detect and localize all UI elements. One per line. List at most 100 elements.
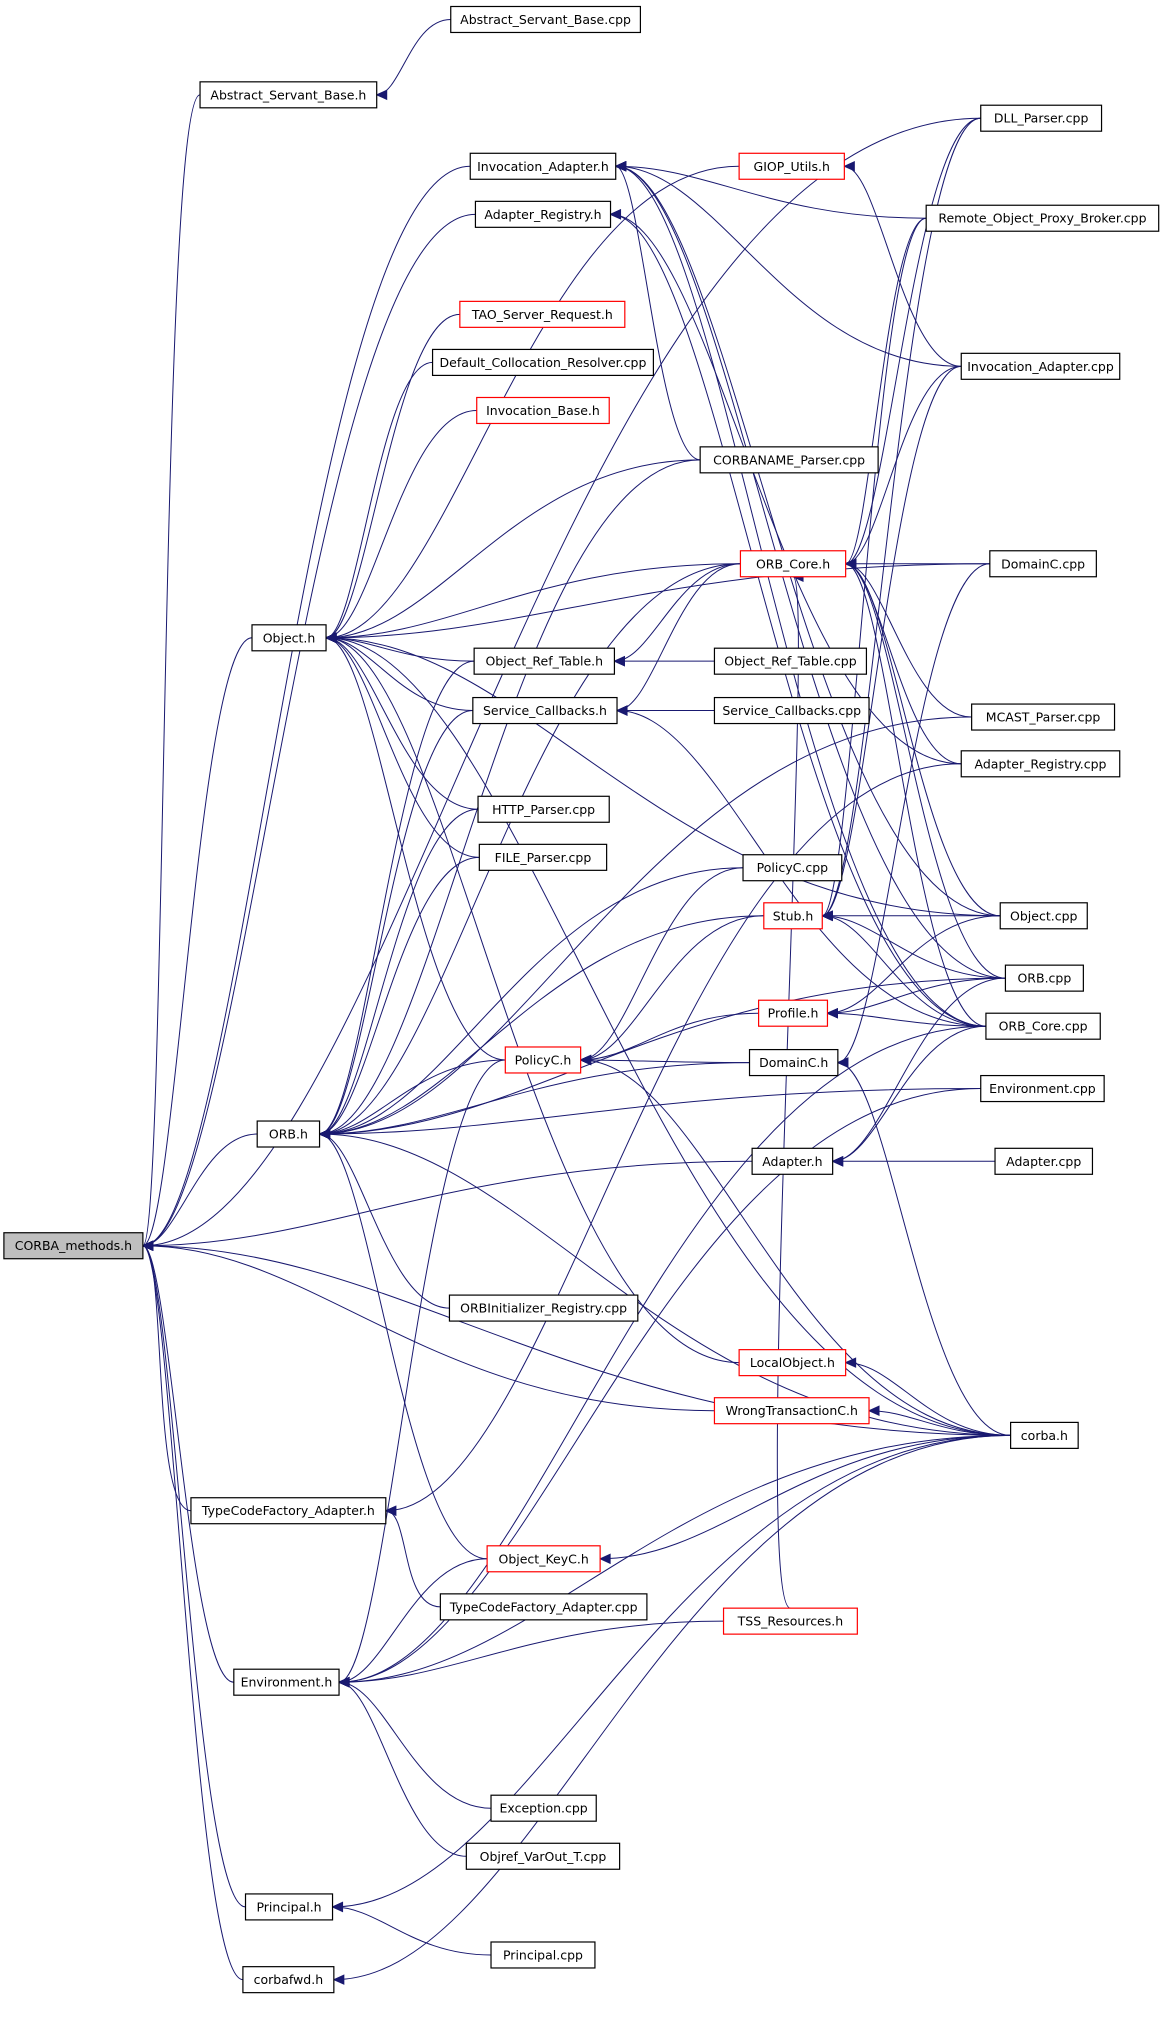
edge-corbaname-parser-cpp-to-object-h	[326, 459, 701, 639]
node-default-collocation-resolver-cpp[interactable]: Default_Collocation_Resolver.cpp	[431, 348, 654, 377]
node-label: PolicyC.h	[515, 1052, 572, 1067]
node-box	[989, 550, 1097, 578]
node-adapter-cpp[interactable]: Adapter.cpp	[994, 1147, 1094, 1175]
node-typecodefactory-adapter-h[interactable]: TypeCodeFactory_Adapter.h	[190, 1497, 387, 1525]
node-box	[439, 1593, 648, 1621]
node-label: TypeCodeFactory_Adapter.cpp	[449, 1599, 638, 1614]
node-box	[190, 1497, 387, 1525]
edge-domainc-cpp-to-object-h	[326, 563, 990, 639]
node-box	[722, 1607, 858, 1635]
node-tss-resources-h[interactable]: TSS_Resources.h	[722, 1607, 858, 1635]
node-corba-methods-h[interactable]: CORBA_methods.h	[3, 1232, 144, 1260]
node-label: Object_Ref_Table.h	[485, 654, 603, 669]
node-label: MCAST_Parser.cpp	[986, 710, 1101, 725]
node-box	[999, 902, 1088, 930]
node-environment-cpp[interactable]: Environment.cpp	[980, 1074, 1105, 1103]
arrowhead	[613, 655, 625, 667]
node-environment-h[interactable]: Environment.h	[233, 1668, 340, 1696]
arrowhead	[831, 1156, 844, 1167]
edge-tao-server-request-h-to-object-h	[325, 313, 460, 639]
node-label: DomainC.h	[759, 1055, 828, 1070]
node-abstract-servant-base-cpp[interactable]: Abstract_Servant_Base.cpp	[450, 5, 642, 34]
edge-policyc-cpp-to-policyc-h	[580, 867, 744, 1061]
node-label: ORB.cpp	[1017, 971, 1071, 986]
node-box	[473, 647, 616, 675]
node-wrongtransactionc-h[interactable]: WrongTransactionC.h	[713, 1397, 870, 1425]
edge-dll-parser-cpp-to-orb-core-h	[845, 117, 981, 565]
node-invocation-adapter-h[interactable]: Invocation_Adapter.h	[469, 152, 617, 180]
node-box	[486, 1545, 601, 1573]
node-box	[763, 902, 823, 930]
arrowhead	[318, 1128, 331, 1140]
edge-adapter-registry-cpp-to-adapter-registry-h	[610, 213, 962, 765]
arrowhead	[598, 1553, 611, 1565]
edge-corba-h-to-corbafwd-h	[333, 1434, 1011, 1981]
node-stub-h[interactable]: Stub.h	[763, 902, 823, 930]
node-tao-server-request-h[interactable]: TAO_Server_Request.h	[459, 300, 626, 328]
node-invocation-base-h[interactable]: Invocation_Base.h	[476, 396, 610, 425]
node-corbaname-parser-cpp[interactable]: CORBANAME_Parser.cpp	[699, 446, 879, 474]
node-orb-h[interactable]: ORB.h	[256, 1120, 321, 1148]
node-typecodefactory-adapter-cpp[interactable]: TypeCodeFactory_Adapter.cpp	[439, 1593, 648, 1621]
edge-service-callbacks-h-to-orb-h	[319, 710, 473, 1135]
node-domainc-cpp[interactable]: DomainC.cpp	[989, 550, 1097, 578]
edge-orb-cpp-to-orb-h	[319, 977, 1006, 1135]
node-abstract-servant-base-h[interactable]: Abstract_Servant_Base.h	[199, 81, 378, 109]
node-orbinitializer-registry-cpp[interactable]: ORBInitializer_Registry.cpp	[448, 1294, 639, 1322]
edge-object-ref-table-h-to-orb-h	[319, 660, 475, 1135]
edge-tss-resources-h-to-environment-h	[339, 1620, 724, 1683]
node-box	[960, 352, 1121, 380]
node-orb-cpp[interactable]: ORB.cpp	[1004, 964, 1084, 992]
node-adapter-registry-cpp[interactable]: Adapter_Registry.cpp	[960, 750, 1121, 778]
node-corba-h[interactable]: corba.h	[1010, 1421, 1079, 1449]
edge-corba-h-to-environment-h	[339, 1434, 1011, 1683]
edge-corbafwd-h-to-corba-methods-h	[142, 1245, 243, 1981]
node-principal-h[interactable]: Principal.h	[244, 1893, 334, 1921]
node-object-keyc-h[interactable]: Object_KeyC.h	[486, 1545, 601, 1573]
node-label: Object.h	[263, 630, 316, 645]
node-box	[1010, 1421, 1079, 1449]
edge-mcast-parser-cpp-to-orb-core-h	[845, 563, 972, 718]
node-object-cpp[interactable]: Object.cpp	[999, 902, 1088, 930]
node-adapter-h[interactable]: Adapter.h	[751, 1147, 834, 1175]
edge-corba-h-to-localobject-h	[845, 1362, 1011, 1436]
node-box	[431, 348, 654, 377]
node-box	[244, 1893, 334, 1921]
node-domainc-h[interactable]: DomainC.h	[748, 1048, 839, 1077]
node-objref-varout-t-cpp[interactable]: Objref_VarOut_T.cpp	[465, 1842, 621, 1870]
edge-corba-h-to-wrongtransactionc-h	[869, 1410, 1011, 1436]
node-dll-parser-cpp[interactable]: DLL_Parser.cpp	[980, 104, 1103, 132]
node-label: CORBANAME_Parser.cpp	[713, 452, 865, 467]
edge-orb-core-h-to-object-h	[326, 563, 741, 639]
node-giop-utils-h[interactable]: GIOP_Utils.h	[738, 152, 845, 180]
node-mcast-parser-cpp[interactable]: MCAST_Parser.cpp	[971, 703, 1116, 731]
node-policyc-h[interactable]: PolicyC.h	[504, 1046, 582, 1074]
node-localobject-h[interactable]: LocalObject.h	[738, 1349, 847, 1377]
node-corbafwd-h[interactable]: corbafwd.h	[242, 1966, 335, 1994]
node-invocation-adapter-cpp[interactable]: Invocation_Adapter.cpp	[960, 352, 1121, 380]
node-adapter-registry-h[interactable]: Adapter_Registry.h	[474, 200, 612, 228]
node-service-callbacks-cpp[interactable]: Service_Callbacks.cpp	[713, 696, 870, 725]
node-label: CORBA_methods.h	[15, 1238, 132, 1253]
node-orb-core-h[interactable]: ORB_Core.h	[739, 550, 847, 578]
node-policyc-cpp[interactable]: PolicyC.cpp	[742, 854, 843, 882]
node-remote-object-proxy-broker-cpp[interactable]: Remote_Object_Proxy_Broker.cpp	[925, 204, 1160, 232]
node-object-ref-table-cpp[interactable]: Object_Ref_Table.cpp	[713, 647, 868, 675]
edge-invocation-adapter-h-to-corba-methods-h	[142, 165, 471, 1247]
node-box	[739, 550, 847, 578]
node-http-parser-cpp[interactable]: HTTP_Parser.cpp	[477, 795, 610, 823]
node-service-callbacks-h[interactable]: Service_Callbacks.h	[472, 696, 618, 725]
node-box	[713, 647, 868, 675]
arrowhead	[826, 1007, 838, 1019]
node-profile-h[interactable]: Profile.h	[758, 999, 829, 1027]
node-object-ref-table-h[interactable]: Object_Ref_Table.h	[473, 647, 616, 675]
node-box	[448, 1294, 639, 1322]
node-orb-core-cpp[interactable]: ORB_Core.cpp	[985, 1012, 1101, 1040]
node-object-h[interactable]: Object.h	[251, 624, 327, 652]
edge-domainc-cpp-to-domainc-h	[837, 563, 990, 1064]
node-principal-cpp[interactable]: Principal.cpp	[490, 1941, 596, 1969]
node-label: PolicyC.cpp	[757, 860, 828, 875]
node-file-parser-cpp[interactable]: FILE_Parser.cpp	[478, 843, 608, 871]
node-exception-cpp[interactable]: Exception.cpp	[490, 1794, 597, 1822]
node-label: Object_KeyC.h	[499, 1551, 589, 1566]
